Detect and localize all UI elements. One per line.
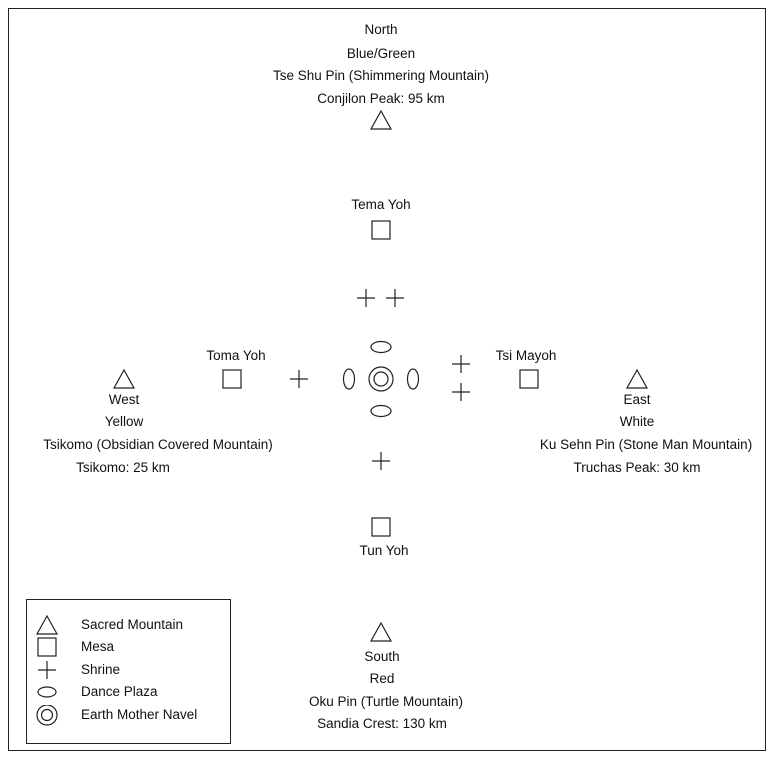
earth-mother-navel-icon (368, 366, 394, 392)
east-distance: Truchas Peak: 30 km (573, 460, 701, 475)
west-shrine-icon (290, 370, 308, 388)
south-direction: South (364, 649, 400, 664)
legend-item-mesa: Mesa (27, 636, 227, 658)
legend-item-sacred-mountain: Sacred Mountain (27, 614, 227, 636)
legend-box: Sacred Mountain Mesa Shrine Dance Plaza … (26, 599, 231, 744)
legend-sacred-mountain-label: Sacred Mountain (81, 617, 184, 632)
legend-earth-mother-navel-icon (36, 705, 58, 726)
center-plaza-cluster (342, 340, 420, 418)
west-sacred-mountain-icon (112, 368, 136, 389)
south-shrine-icon (372, 452, 390, 470)
diagram-frame (8, 8, 766, 751)
legend-shrine-icon (38, 661, 56, 679)
legend-sacred-mountain-icon (35, 615, 59, 635)
legend-item-shrine: Shrine (27, 659, 227, 681)
west-color: Yellow (104, 414, 144, 429)
west-mesa-icon (222, 369, 242, 389)
legend-item-earth-mother-navel: Earth Mother Navel (27, 704, 227, 726)
north-distance: Conjilon Peak: 95 km (317, 91, 445, 106)
south-sacred-mountain-icon (369, 621, 393, 642)
north-color: Blue/Green (346, 46, 416, 61)
legend-dance-plaza-icon (37, 686, 57, 698)
east-mesa-label: Tsi Mayoh (495, 348, 557, 363)
west-distance: Tsikomo: 25 km (76, 460, 170, 475)
south-mesa-label: Tun Yoh (359, 543, 409, 558)
south-color: Red (369, 671, 395, 686)
east-direction: East (623, 392, 651, 407)
legend-mesa-label: Mesa (81, 639, 115, 654)
north-mountain-name: Tse Shu Pin (Shimmering Mountain) (272, 68, 490, 83)
dance-plaza-west-icon (342, 368, 356, 390)
east-sacred-mountain-icon (625, 368, 649, 389)
north-shrines-icon (357, 289, 404, 307)
legend-earth-mother-navel-label: Earth Mother Navel (81, 707, 198, 722)
legend-shrine-label: Shrine (81, 662, 121, 677)
north-direction: North (364, 22, 398, 37)
dance-plaza-east-icon (406, 368, 420, 390)
west-mountain-name: Tsikomo (Obsidian Covered Mountain) (43, 437, 273, 452)
dance-plaza-south-icon (370, 404, 392, 418)
south-distance: Sandia Crest: 130 km (317, 716, 447, 731)
south-mountain-name: Oku Pin (Turtle Mountain) (308, 694, 464, 709)
west-mesa-label: Toma Yoh (206, 348, 266, 363)
east-mesa-icon (519, 369, 539, 389)
dance-plaza-north-icon (370, 340, 392, 354)
south-mesa-icon (371, 517, 391, 537)
legend-item-dance-plaza: Dance Plaza (27, 681, 227, 703)
legend-dance-plaza-label: Dance Plaza (81, 684, 158, 699)
north-mesa-icon (371, 220, 391, 240)
north-mesa-label: Tema Yoh (351, 197, 411, 212)
east-shrines-icon (452, 355, 470, 401)
legend-mesa-icon (37, 637, 57, 657)
east-color: White (619, 414, 655, 429)
east-mountain-name: Ku Sehn Pin (Stone Man Mountain) (539, 437, 753, 452)
west-direction: West (108, 392, 140, 407)
north-sacred-mountain-icon (369, 109, 393, 130)
